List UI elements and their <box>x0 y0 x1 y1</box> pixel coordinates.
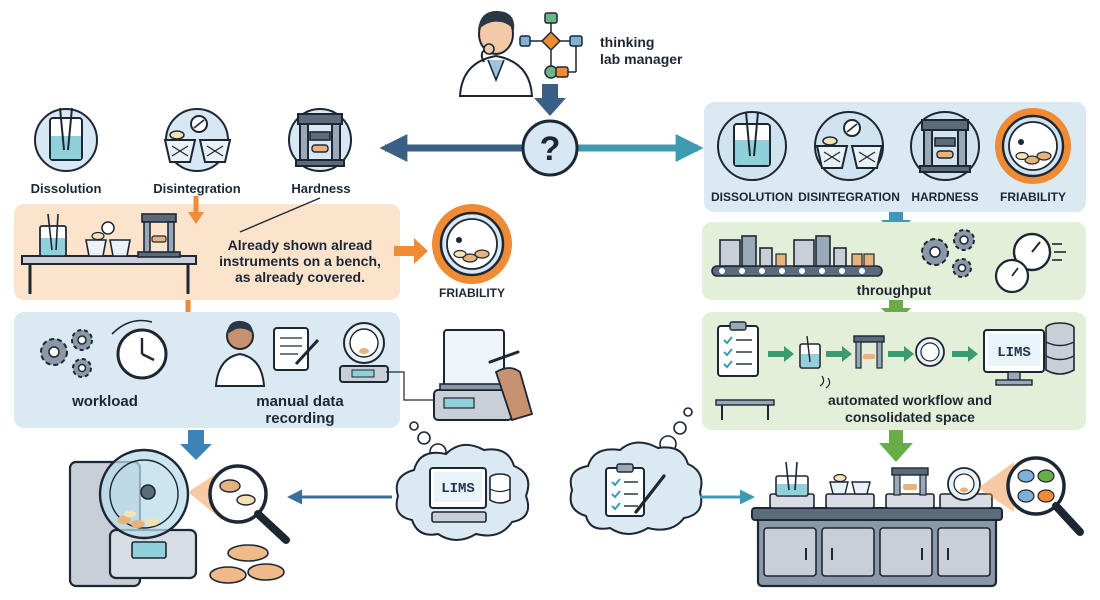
right-test-label-4: FRIABILITY <box>1000 190 1066 204</box>
connector-to-balance <box>386 371 440 401</box>
left-magnifier-icon <box>208 464 290 544</box>
hardness-pointer-line <box>239 197 321 233</box>
tablet-pile <box>209 544 285 584</box>
left-test-label-2: Disintegration <box>153 181 240 196</box>
arrow-manager-to-question <box>534 84 566 116</box>
desk-icon <box>715 399 775 420</box>
right-gears-icon <box>921 229 975 278</box>
workflow-label-line1: automated workflow and <box>828 392 992 408</box>
left-test-label-1: Dissolution <box>31 181 102 196</box>
question-circle: ? <box>521 119 579 177</box>
right-hardness-icon <box>910 111 980 181</box>
right-magnifier-icon <box>1006 456 1084 536</box>
workload-label: workload <box>71 393 138 410</box>
large-friability-tester <box>68 448 198 588</box>
right-test-label-2: DISINTEGRATION <box>798 190 900 204</box>
right-disintegration-icon <box>814 111 884 181</box>
right-test-label-3: HARDNESS <box>911 190 978 204</box>
manual-label-line1: manual data <box>256 393 344 410</box>
clock-icon <box>111 319 168 380</box>
right-thought-bubbles <box>659 407 693 453</box>
throughput-label: throughput <box>857 282 932 298</box>
arrow-workflow-to-station <box>879 443 913 462</box>
lab-bench-illustration <box>21 213 197 294</box>
right-test-label-1: DISSOLUTION <box>711 190 793 204</box>
right-dissolution-icon <box>717 111 787 181</box>
conveyor-line-icon <box>711 235 883 277</box>
arrow-tests-to-bench <box>188 212 204 224</box>
left-disintegration-icon <box>163 108 232 172</box>
manual-label-line2: recording <box>265 410 334 427</box>
left-lims-label: LIMS <box>441 481 475 497</box>
bench-note-line1: Already shown alread <box>228 237 373 253</box>
gears-icon <box>40 329 93 378</box>
bench-note-line2: instruments on a bench, <box>219 253 381 269</box>
flowchart-icon <box>519 12 583 79</box>
left-test-label-3: Hardness <box>291 181 350 196</box>
question-symbol: ? <box>540 130 561 168</box>
arrow-bench-to-friability <box>394 238 428 264</box>
left-hardness-icon <box>288 108 352 172</box>
left-friability-label: FRIABILITY <box>439 286 505 300</box>
workflow-label-line2: consolidated space <box>845 409 975 425</box>
right-lims-computer-icon <box>983 322 1075 386</box>
right-tests-panel <box>704 102 1086 212</box>
arrow-workload-to-tester <box>180 444 212 460</box>
left-lims-cloud <box>395 443 530 541</box>
workflow-steps <box>768 335 978 389</box>
checklist-icon <box>717 321 759 377</box>
left-friability-tester-small <box>339 322 389 383</box>
right-friability-icon <box>995 108 1071 184</box>
left-friability-icon <box>432 204 512 284</box>
bench-note-line3: as already covered. <box>235 269 365 285</box>
manager-label-line2: lab manager <box>600 51 683 67</box>
right-lims-label: LIMS <box>997 345 1031 361</box>
balance-scale-icon <box>433 329 534 422</box>
manager-label-line1: thinking <box>600 34 654 50</box>
lab-manager-figure <box>458 10 534 97</box>
notebook-icon <box>273 327 320 371</box>
speed-gauge-icon <box>994 232 1066 294</box>
consolidated-station <box>751 461 1003 588</box>
right-checklist-cloud <box>569 441 703 535</box>
left-dissolution-icon <box>34 107 98 172</box>
analyst-icon <box>214 320 266 387</box>
